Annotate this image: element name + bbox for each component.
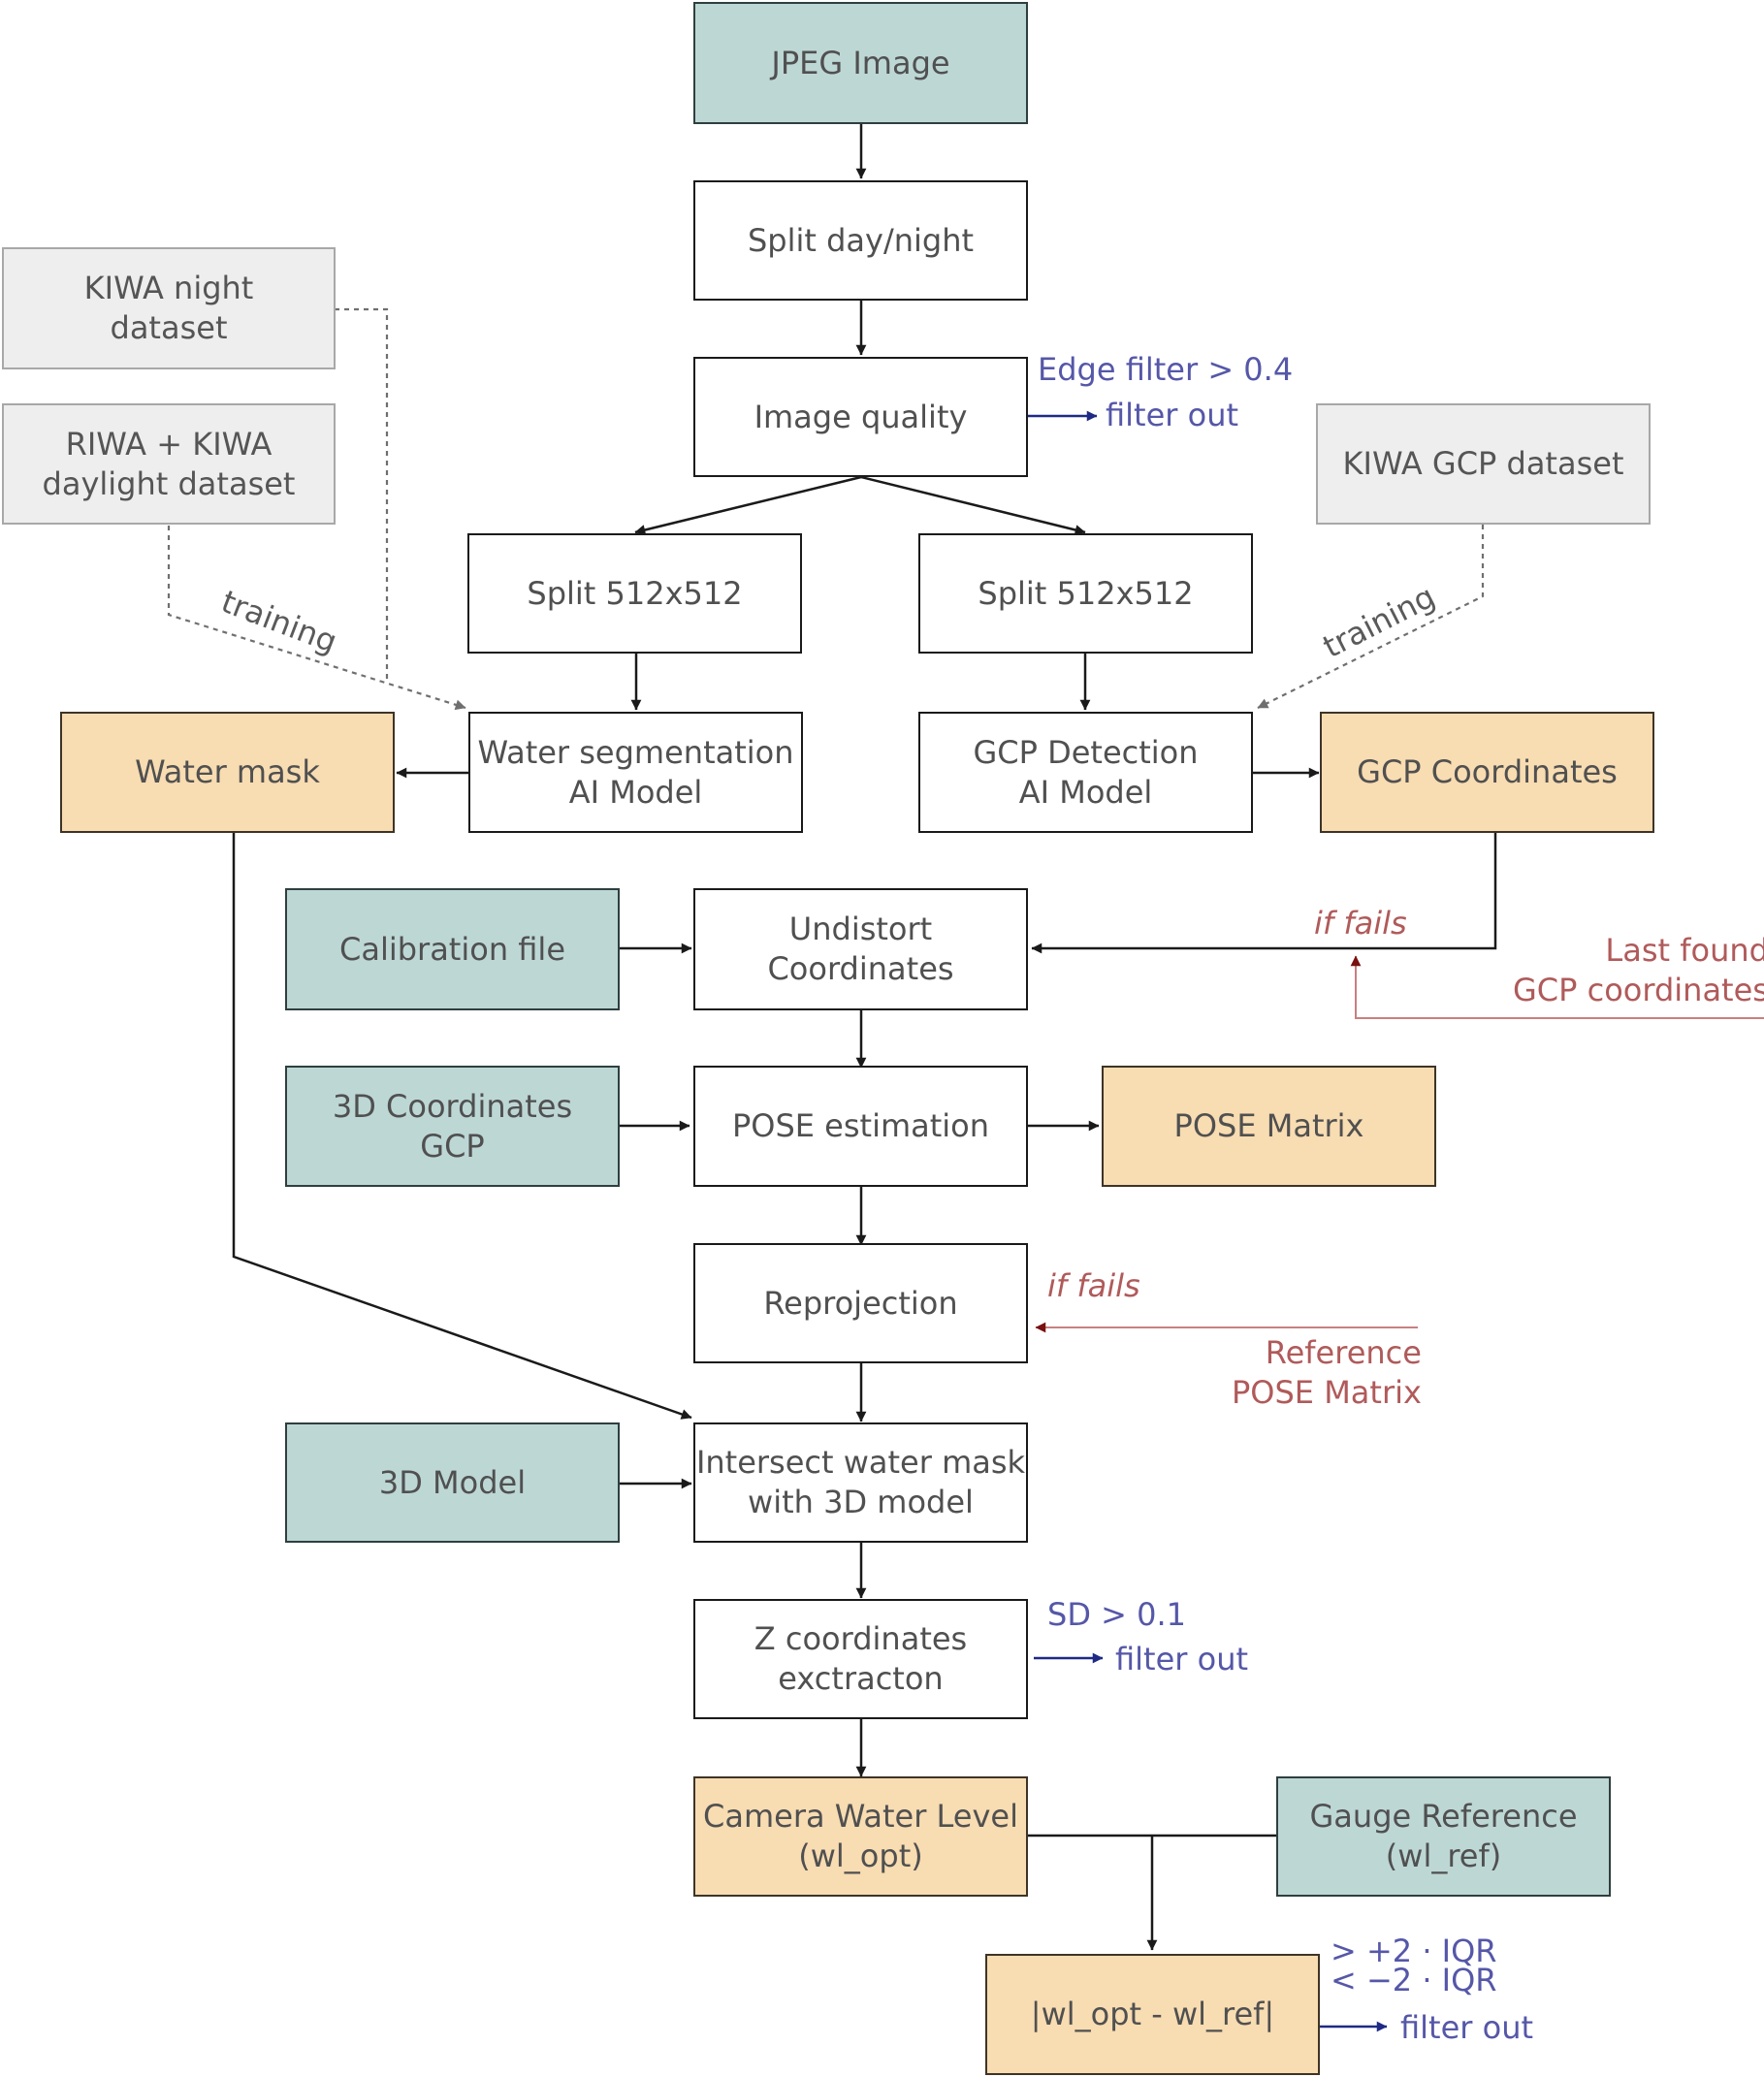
annotation-if-fails-gcp: if fails	[1314, 905, 1407, 942]
node-gcp-detection: GCP Detection AI Model	[918, 712, 1253, 833]
node-z-coords-line2: exctracton	[778, 1660, 944, 1697]
annotation-last-found: Last found GCP coordinates	[1513, 931, 1764, 1010]
training-link-night	[335, 307, 389, 682]
node-jpeg-image: JPEG Image	[693, 2, 1028, 124]
node-split-day-night: Split day/night	[693, 180, 1028, 301]
arrow-coords-to-undistort	[1031, 833, 1497, 954]
node-kiwa-gcp-dataset: KIWA GCP dataset	[1316, 403, 1651, 525]
node-gauge-reference: Gauge Reference (wl_ref)	[1276, 1776, 1611, 1897]
node-3d-model-label: 3D Model	[378, 1463, 527, 1501]
annotation-reference-pose-line2: POSE Matrix	[1232, 1374, 1422, 1411]
node-riwa-kiwa-line1: RIWA + KIWA	[65, 425, 273, 463]
node-camera-wl-line1: Camera Water Level	[703, 1798, 1018, 1835]
training-link-gcp	[1257, 525, 1485, 709]
node-intersect-line1: Intersect water mask	[695, 1444, 1026, 1481]
node-kiwa-gcp-label: KIWA GCP dataset	[1342, 445, 1624, 482]
node-z-coordinates: Z coordinates exctracton	[693, 1599, 1028, 1719]
node-calibration-file: Calibration file	[285, 888, 620, 1010]
node-gauge-ref-line2: (wl_ref)	[1385, 1837, 1502, 1874]
node-gcp-coordinates-label: GCP Coordinates	[1357, 753, 1618, 790]
annotation-reference-pose: Reference POSE Matrix	[1232, 1333, 1422, 1413]
node-abs-difference-label: |wl_opt - wl_ref|	[1030, 1996, 1275, 2032]
node-calibration-file-label: Calibration file	[338, 930, 565, 968]
node-pose-matrix: POSE Matrix	[1102, 1066, 1436, 1187]
node-3d-model: 3D Model	[285, 1422, 620, 1543]
node-water-segmentation: Water segmentation AI Model	[468, 712, 803, 833]
arrow-quality-to-split-right	[860, 475, 1086, 535]
arrow-quality-to-split-left	[634, 475, 862, 535]
node-jpeg-image-label: JPEG Image	[771, 44, 950, 81]
node-3d-coordinates-gcp: 3D Coordinates GCP	[285, 1066, 620, 1187]
node-camera-wl-line2: (wl_opt)	[798, 1837, 923, 1874]
node-undistort-coordinates: Undistort Coordinates	[693, 888, 1028, 1010]
node-split-right: Split 512x512	[918, 533, 1253, 654]
node-split-left-label: Split 512x512	[527, 574, 743, 612]
node-gauge-ref-line1: Gauge Reference	[1309, 1798, 1578, 1835]
node-intersect: Intersect water mask with 3D model	[693, 1422, 1028, 1543]
node-3d-coords-line1: 3D Coordinates	[332, 1087, 573, 1125]
node-pose-matrix-label: POSE Matrix	[1173, 1107, 1364, 1144]
node-image-quality-label: Image quality	[754, 398, 968, 435]
annotation-last-found-line1: Last found	[1605, 932, 1764, 969]
training-link-day	[167, 526, 466, 711]
fallback-arrow-last-found	[1350, 955, 1764, 1019]
node-kiwa-night-line2: dataset	[110, 309, 228, 346]
node-gcp-detection-line1: GCP Detection	[973, 733, 1199, 771]
node-pose-estimation: POSE estimation	[693, 1066, 1028, 1187]
node-riwa-kiwa-line2: daylight dataset	[42, 464, 296, 502]
annotation-filter-out-z: filter out	[1115, 1641, 1249, 1678]
node-z-coords-line1: Z coordinates	[754, 1620, 968, 1657]
annotation-iqr-minus: < −2 · IQR	[1331, 1962, 1497, 1998]
annotation-iqr-plus: > +2 · IQR	[1331, 1933, 1497, 1969]
node-water-mask-label: Water mask	[135, 753, 320, 790]
annotation-filter-out-diff: filter out	[1400, 2009, 1534, 2046]
node-gcp-detection-line2: AI Model	[1018, 773, 1153, 811]
node-reprojection: Reprojection	[693, 1243, 1028, 1363]
node-split-right-label: Split 512x512	[978, 574, 1194, 612]
node-kiwa-night-line1: KIWA night	[83, 270, 254, 306]
arrow-mask-to-intersect	[232, 833, 692, 1420]
node-undistort-line2: Coordinates	[767, 950, 954, 987]
node-kiwa-night-dataset: KIWA night dataset	[2, 247, 336, 369]
node-3d-coords-line2: GCP	[420, 1127, 485, 1165]
annotation-reference-pose-line1: Reference	[1265, 1334, 1422, 1371]
node-image-quality: Image quality	[693, 357, 1028, 477]
node-abs-difference: |wl_opt - wl_ref|	[985, 1954, 1320, 2075]
node-gcp-coordinates: GCP Coordinates	[1320, 712, 1654, 833]
node-split-left: Split 512x512	[467, 533, 802, 654]
node-water-segmentation-line1: Water segmentation	[477, 733, 794, 771]
annotation-last-found-line2: GCP coordinates	[1513, 972, 1764, 1008]
node-pose-estimation-label: POSE estimation	[731, 1107, 990, 1144]
node-split-day-night-label: Split day/night	[747, 221, 975, 259]
node-water-mask: Water mask	[60, 712, 395, 833]
annotation-sd: SD > 0.1	[1047, 1596, 1186, 1633]
node-riwa-kiwa-daylight-dataset: RIWA + KIWA daylight dataset	[2, 403, 336, 525]
annotation-if-fails-pose: if fails	[1047, 1267, 1140, 1304]
annotation-edge-filter: Edge filter > 0.4	[1038, 351, 1294, 388]
node-water-segmentation-line2: AI Model	[568, 773, 703, 811]
node-intersect-line2: with 3D model	[748, 1484, 974, 1520]
node-undistort-line1: Undistort	[788, 911, 933, 947]
node-reprojection-label: Reprojection	[763, 1284, 958, 1322]
node-camera-water-level: Camera Water Level (wl_opt)	[693, 1776, 1028, 1897]
annotation-filter-out-quality: filter out	[1106, 397, 1239, 433]
